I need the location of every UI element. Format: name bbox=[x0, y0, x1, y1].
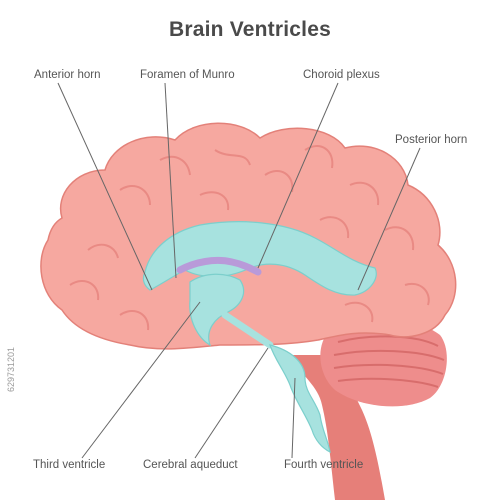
diagram-title: Brain Ventricles bbox=[169, 18, 331, 41]
leader-third-ventricle bbox=[81, 301, 201, 459]
leader-foramen-munro bbox=[164, 82, 177, 279]
label-anterior-horn: Anterior horn bbox=[34, 69, 101, 81]
label-cerebral-aqueduct: Cerebral aqueduct bbox=[143, 459, 238, 471]
leader-lines bbox=[57, 82, 421, 459]
fourth-ventricle-shape bbox=[269, 344, 331, 454]
label-fourth-ventricle: Fourth ventricle bbox=[284, 459, 364, 471]
leader-posterior-horn bbox=[357, 147, 421, 291]
ventricular-system bbox=[142, 221, 377, 454]
label-choroid-plexus: Choroid plexus bbox=[303, 69, 380, 81]
leader-fourth-ventricle bbox=[291, 377, 296, 459]
lateral-ventricle bbox=[142, 221, 377, 296]
choroid-plexus-shape bbox=[176, 256, 262, 276]
leader-anterior-horn bbox=[57, 82, 153, 291]
third-ventricle bbox=[189, 273, 245, 347]
leader-cerebral-aqueduct bbox=[194, 347, 269, 459]
label-posterior-horn: Posterior horn bbox=[395, 134, 468, 146]
stock-id-watermark: 629731201 bbox=[6, 346, 16, 392]
brainstem bbox=[290, 355, 385, 500]
label-foramen-of-munro: Foramen of Munro bbox=[140, 69, 235, 81]
label-third-ventricle: Third ventricle bbox=[33, 459, 106, 471]
leader-choroid-plexus bbox=[257, 82, 339, 269]
aqueduct bbox=[221, 311, 274, 349]
cerebellum bbox=[320, 320, 447, 407]
